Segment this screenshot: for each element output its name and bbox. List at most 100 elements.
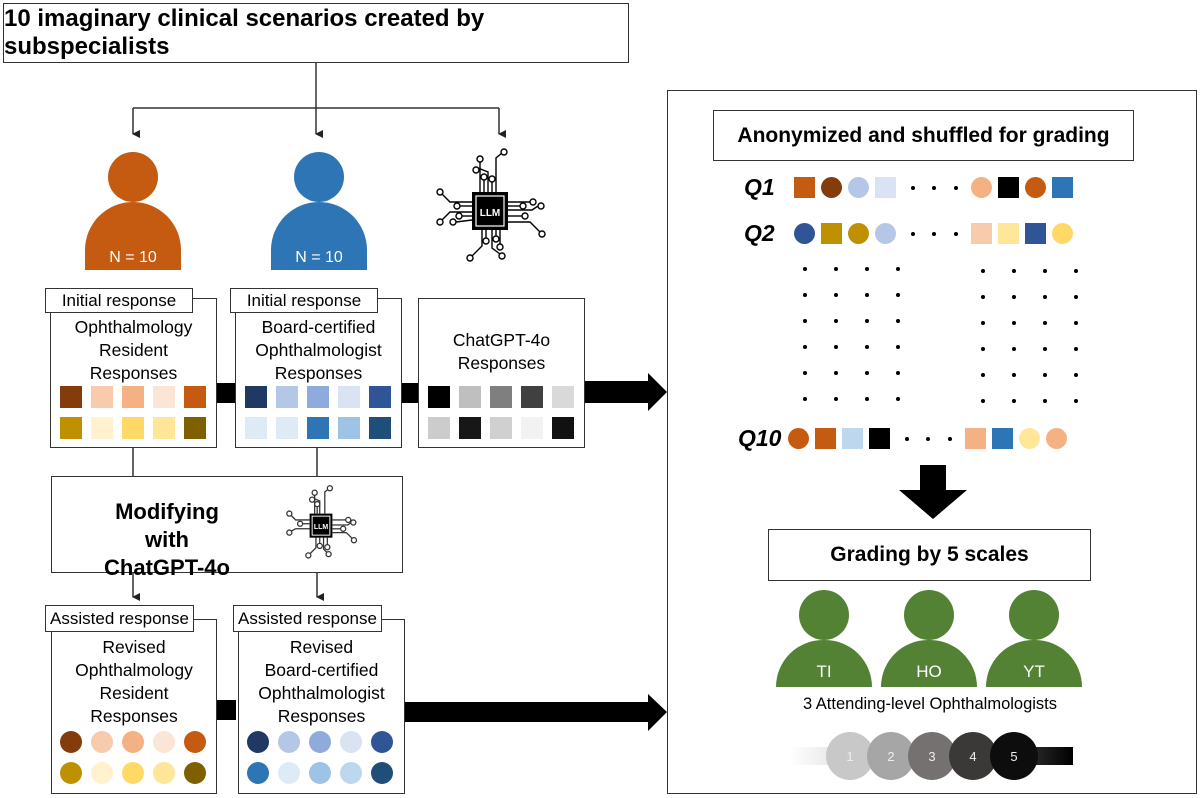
response-swatch: [278, 731, 300, 753]
chatgpt-swatches: [428, 386, 574, 439]
grader-initials: TI: [816, 662, 832, 681]
response-swatch: [338, 386, 360, 408]
initial-resident-tab-label: Initial response: [61, 290, 177, 310]
ellipsis-dot: [834, 397, 838, 401]
response-swatch: [278, 762, 300, 784]
response-marker: [1019, 428, 1040, 449]
response-swatch: [91, 731, 113, 753]
question-label: Q10: [738, 425, 782, 451]
ellipsis-dot: [865, 397, 869, 401]
chatgpt-responses-box: ChatGPT-4o Responses: [418, 298, 585, 448]
ellipsis-dot: [896, 293, 900, 297]
response-marker: [875, 177, 896, 198]
ellipsis-dot: [1012, 399, 1016, 403]
response-marker: [869, 428, 890, 449]
scale-level-2: 2: [867, 732, 915, 780]
response-swatch: [307, 386, 329, 408]
response-swatch: [371, 731, 393, 753]
response-swatch: [428, 417, 450, 439]
question-row-q1: Q1: [744, 174, 1079, 201]
response-swatch: [60, 417, 82, 439]
response-marker: [821, 223, 842, 244]
response-marker: [815, 428, 836, 449]
down-arrow-to-grading: [899, 465, 967, 519]
response-marker: [875, 223, 896, 244]
response-marker: [1052, 177, 1073, 198]
modifying-title: Modifying with ChatGPT-4o: [92, 498, 242, 582]
response-swatch: [521, 417, 543, 439]
assisted-resident-tab: Assisted response: [45, 605, 194, 632]
chatgpt-text: ChatGPT-4o Responses: [419, 329, 584, 375]
assisted-board-text: Revised Board-certified Ophthalmologist …: [239, 636, 404, 728]
ellipsis-dot: [1012, 269, 1016, 273]
ellipsis-dot: [1043, 373, 1047, 377]
ellipsis-dot: [1074, 347, 1078, 351]
question-row-q2: Q2: [744, 220, 1079, 247]
response-swatch: [369, 417, 391, 439]
response-marker: [821, 177, 842, 198]
ellipsis-dot: [981, 269, 985, 273]
ellipsis-dot: [865, 319, 869, 323]
grader-icon: HO: [881, 590, 977, 687]
response-swatch: [369, 386, 391, 408]
person-head: [1009, 590, 1059, 640]
ellipsis-dot: [865, 293, 869, 297]
ellipsis: [902, 185, 967, 190]
ellipsis-dot: [1012, 321, 1016, 325]
question-label: Q2: [744, 220, 775, 246]
response-marker: [1046, 428, 1067, 449]
graders-caption: 3 Attending-level Ophthalmologists: [802, 695, 1058, 713]
response-swatch: [340, 731, 362, 753]
big-arrow-assisted-to-panel: [404, 694, 667, 731]
person-head: [108, 152, 158, 202]
ellipsis-dot: [981, 399, 985, 403]
text-line: Responses: [277, 706, 366, 726]
response-swatch: [459, 386, 481, 408]
assisted-board-tab-label: Assisted response: [238, 608, 377, 628]
ellipsis-dot: [1043, 269, 1047, 273]
response-swatch: [552, 417, 574, 439]
ellipsis-dot: [896, 319, 900, 323]
ellipsis-dot: [865, 267, 869, 271]
ellipsis-dot: [1074, 321, 1078, 325]
grader-icon: YT: [986, 590, 1082, 687]
response-marker: [842, 428, 863, 449]
person-body: N = 10: [85, 202, 181, 270]
ellipsis-dot: [1074, 373, 1078, 377]
ellipsis-dot: [1012, 295, 1016, 299]
assisted-board-box: Revised Board-certified Ophthalmologist …: [238, 619, 405, 794]
person-head: [294, 152, 344, 202]
ellipsis-dot: [981, 321, 985, 325]
text-line: Resident: [98, 340, 169, 360]
modifying-box: Modifying with ChatGPT-4o LLM: [51, 476, 403, 580]
ellipsis-dot: [1012, 347, 1016, 351]
bar-resident-board: [216, 383, 236, 403]
response-marker: [794, 177, 815, 198]
initial-resident-tab: Initial response: [45, 288, 193, 313]
response-swatch: [184, 417, 206, 439]
response-swatch: [122, 731, 144, 753]
assisted-resident-tab-label: Assisted response: [50, 608, 189, 628]
question-label: Q1: [744, 174, 775, 200]
response-swatch: [276, 386, 298, 408]
response-swatch: [184, 386, 206, 408]
ellipsis-dot: [803, 267, 807, 271]
response-swatch: [428, 386, 450, 408]
scenarios-title: 10 imaginary clinical scenarios created …: [4, 5, 485, 60]
ellipsis-dot: [834, 267, 838, 271]
text-line: Ophthalmologist: [258, 683, 385, 703]
response-marker: [848, 177, 869, 198]
response-swatch: [122, 386, 144, 408]
text-line: Revised: [102, 637, 166, 657]
ellipsis-dot: [803, 345, 807, 349]
scale-level-4: 4: [949, 732, 997, 780]
ellipsis-dot: [896, 267, 900, 271]
initial-resident-text: Ophthalmology Resident Responses: [51, 316, 216, 385]
response-marker: [965, 428, 986, 449]
response-marker: [1025, 223, 1046, 244]
response-swatch: [309, 762, 331, 784]
ellipsis-dot: [1043, 347, 1047, 351]
text-line: Responses: [90, 706, 178, 726]
bar-board-chatgpt: [401, 383, 419, 403]
text-line: Ophthalmology: [74, 317, 193, 337]
